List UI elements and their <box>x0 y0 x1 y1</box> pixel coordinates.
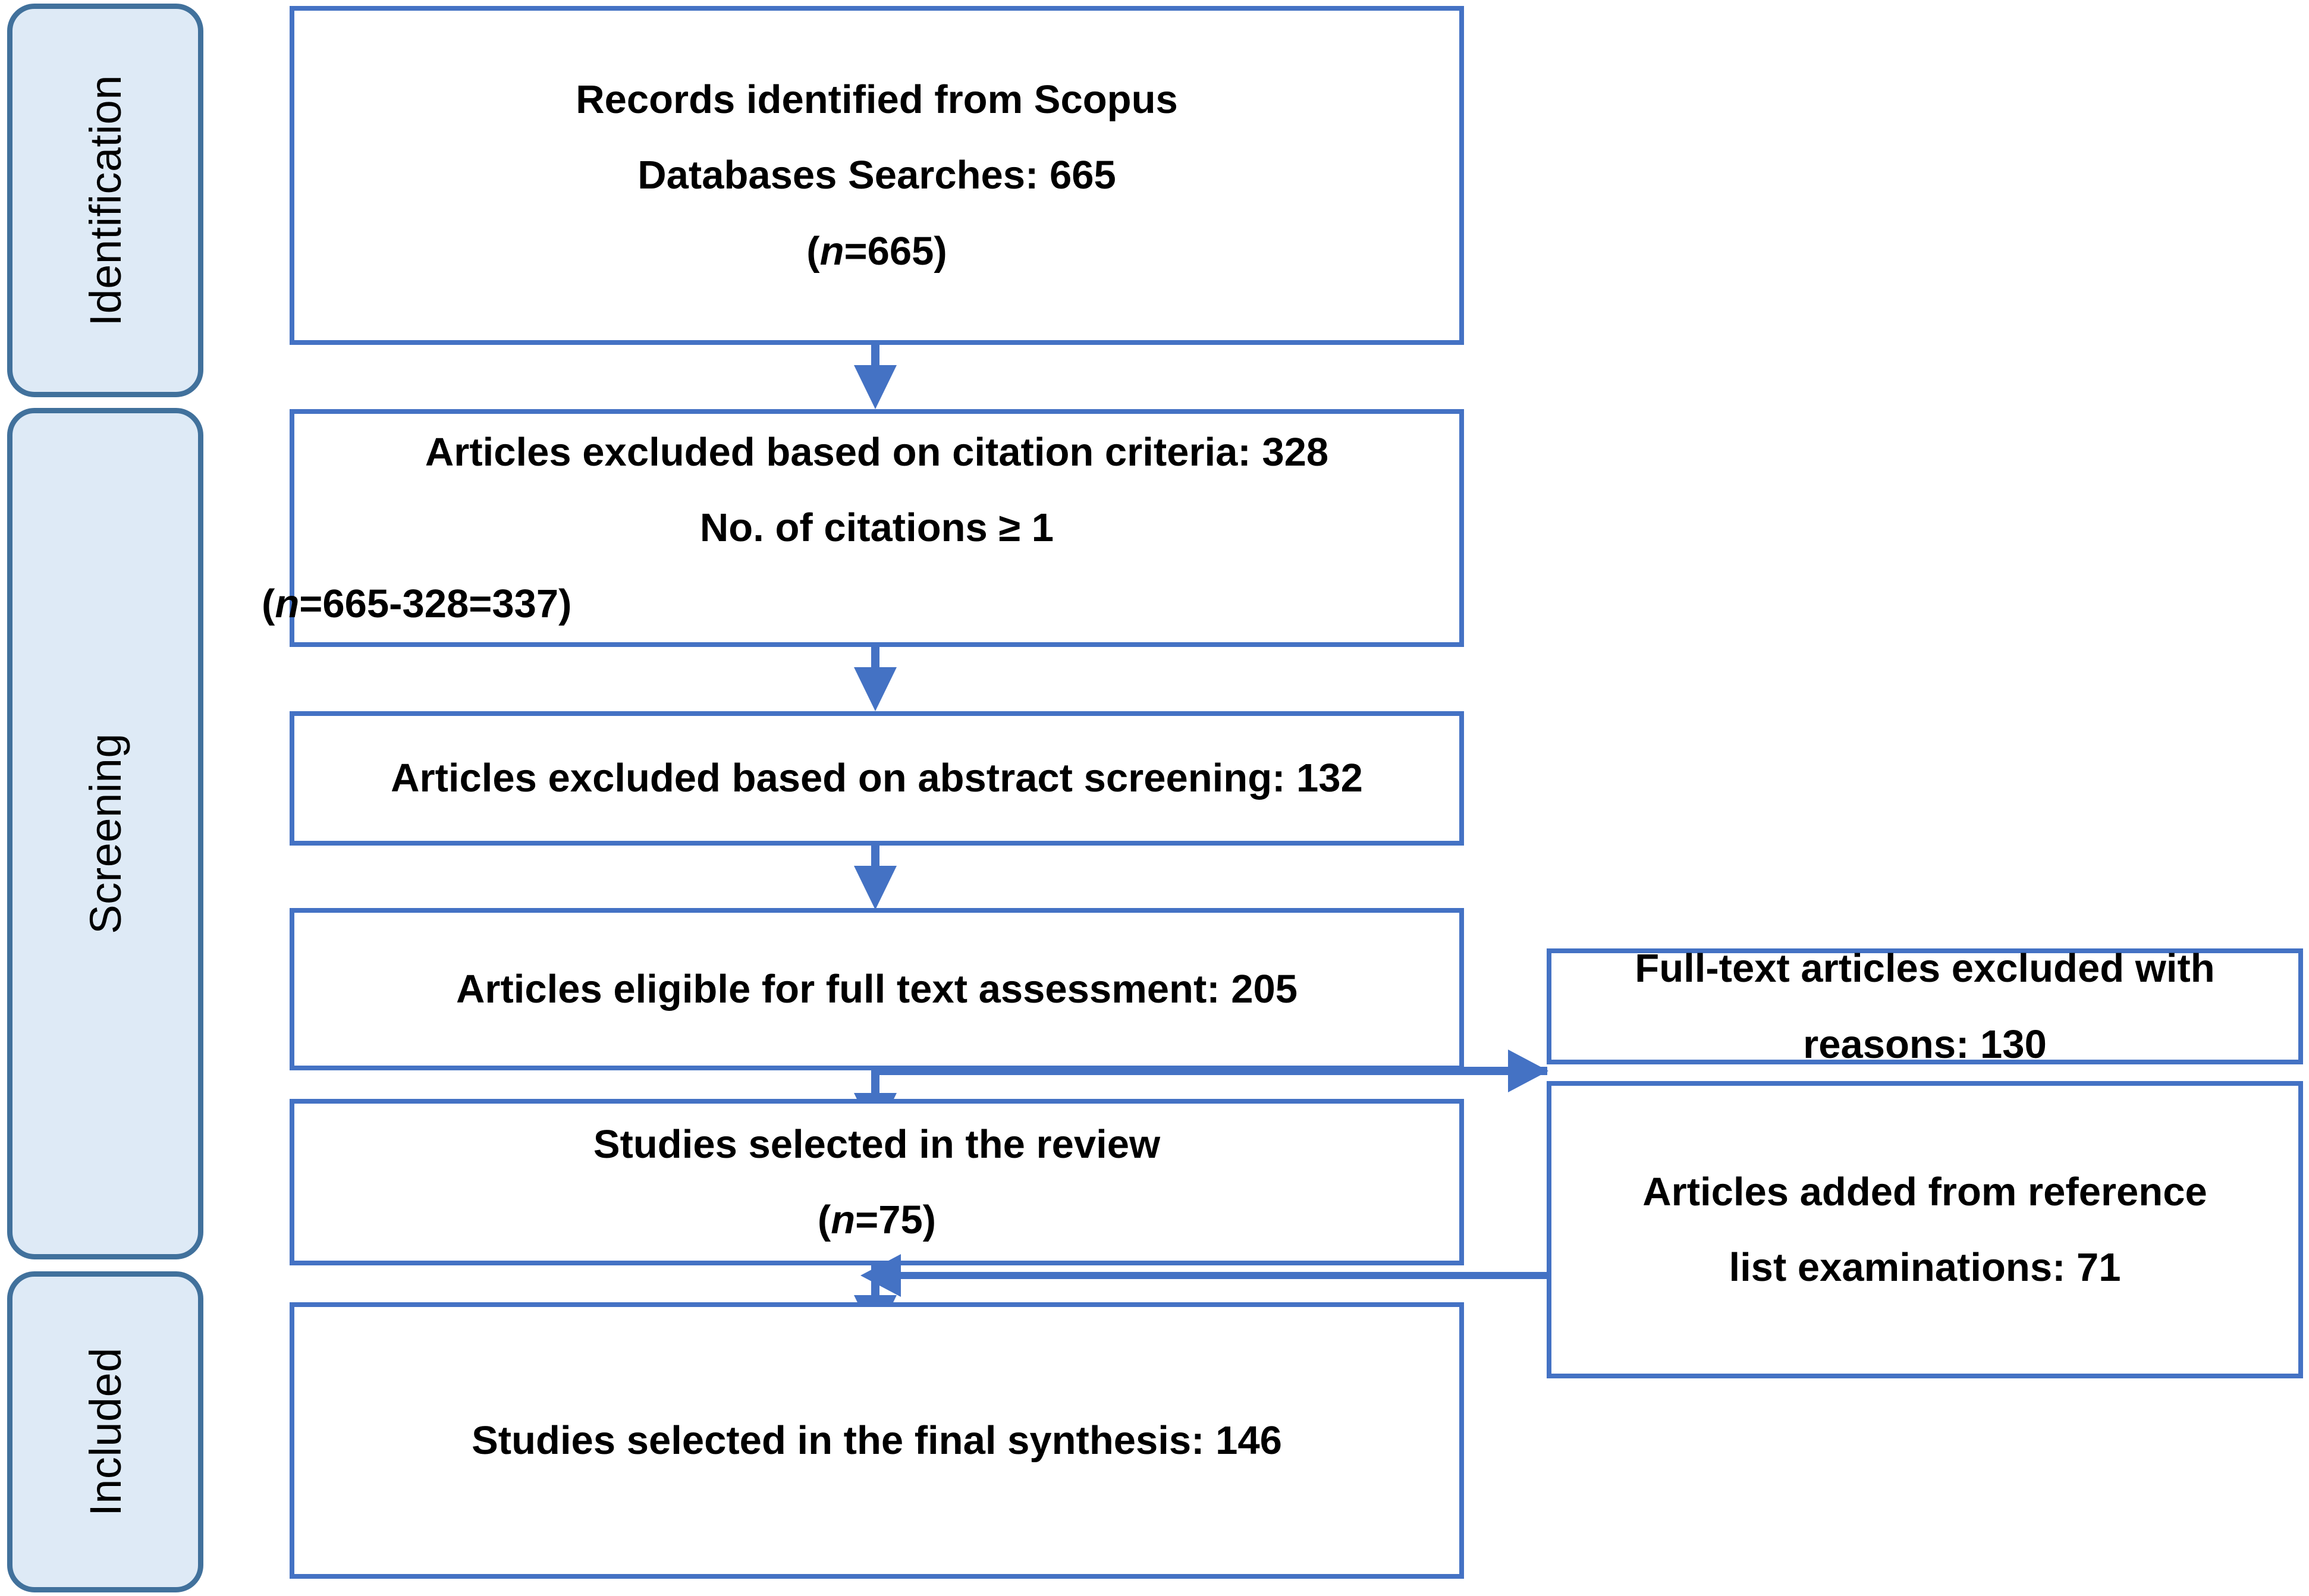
excluded-citation-line1: Articles excluded based on citation crit… <box>425 430 1329 475</box>
stage-label-screening: Screening <box>80 733 130 934</box>
arrowhead-eligible-to-excluded-reasons <box>1508 1050 1548 1092</box>
added-reference-line2: list examinations: 71 <box>1729 1245 2121 1290</box>
stage-label-included: Included <box>80 1347 130 1516</box>
eligible-fulltext-line1: Articles eligible for full text assessme… <box>456 966 1298 1011</box>
excluded-citation-n-symbol: n <box>275 581 300 626</box>
added-reference-line1: Articles added from reference <box>1642 1169 2207 1214</box>
stage-pill-included: Included <box>7 1271 203 1592</box>
connector-eligible-to-selected <box>871 1070 879 1099</box>
selected-review-line1: Studies selected in the review <box>593 1121 1161 1167</box>
arrowhead-abstract-to-eligible <box>854 866 897 910</box>
connector-added-reference-to-final <box>898 1272 1549 1279</box>
selected-review-count: =75) <box>855 1198 937 1242</box>
records-identified-count: =665) <box>844 228 947 274</box>
excluded-reasons-line1: Full-text articles excluded with <box>1635 946 2215 991</box>
records-identified-paren-open: ( <box>806 228 820 274</box>
records-identified-line3: (n=665) <box>806 229 947 274</box>
excluded-citation-paren-open: ( <box>262 581 275 626</box>
arrowhead-citation-to-abstract <box>854 667 897 711</box>
box-records-identified: Records identified from Scopus Databases… <box>290 6 1464 345</box>
selected-review-line2: (n=75) <box>818 1198 936 1242</box>
records-identified-line2: Databases Searches: 665 <box>637 153 1116 198</box>
connector-eligible-to-excluded-reasons <box>875 1067 1547 1075</box>
records-identified-line1: Records identified from Scopus <box>576 77 1178 122</box>
stage-pill-identification: Identification <box>7 4 203 397</box>
box-excluded-abstract-screening: Articles excluded based on abstract scre… <box>290 711 1464 846</box>
box-articles-added-reference: Articles added from reference list exami… <box>1547 1081 2303 1378</box>
stage-pill-screening: Screening <box>7 408 203 1259</box>
connector-abstract-to-eligible <box>871 846 879 871</box>
box-studies-selected-review: Studies selected in the review (n=75) <box>290 1099 1464 1265</box>
excluded-citation-count: =665-328=337) <box>299 581 572 626</box>
selected-review-paren-open: ( <box>817 1198 831 1242</box>
arrowhead-added-reference-to-final <box>860 1254 901 1297</box>
excluded-reasons-line2: reasons: 130 <box>1803 1022 2047 1067</box>
excluded-citation-line3: (n=665-328=337) <box>262 582 572 626</box>
arrowhead-identified-to-citation <box>854 365 897 409</box>
box-excluded-citation-criteria: Articles excluded based on citation crit… <box>262 409 1464 647</box>
stage-label-identification: Identification <box>80 74 130 326</box>
records-identified-n-symbol: n <box>819 228 844 274</box>
final-synthesis-line1: Studies selected in the final synthesis:… <box>472 1418 1282 1463</box>
excluded-citation-line2: No. of citations ≥ 1 <box>699 505 1054 551</box>
connector-citation-to-abstract <box>871 647 879 672</box>
excluded-abstract-line1: Articles excluded based on abstract scre… <box>391 756 1363 801</box>
box-studies-final-synthesis: Studies selected in the final synthesis:… <box>290 1302 1464 1579</box>
selected-review-n-symbol: n <box>831 1198 856 1242</box>
connector-identified-to-citation <box>871 345 879 370</box>
box-eligible-full-text: Articles eligible for full text assessme… <box>290 908 1464 1070</box>
box-fulltext-excluded-reasons: Full-text articles excluded with reasons… <box>1547 946 2303 1067</box>
